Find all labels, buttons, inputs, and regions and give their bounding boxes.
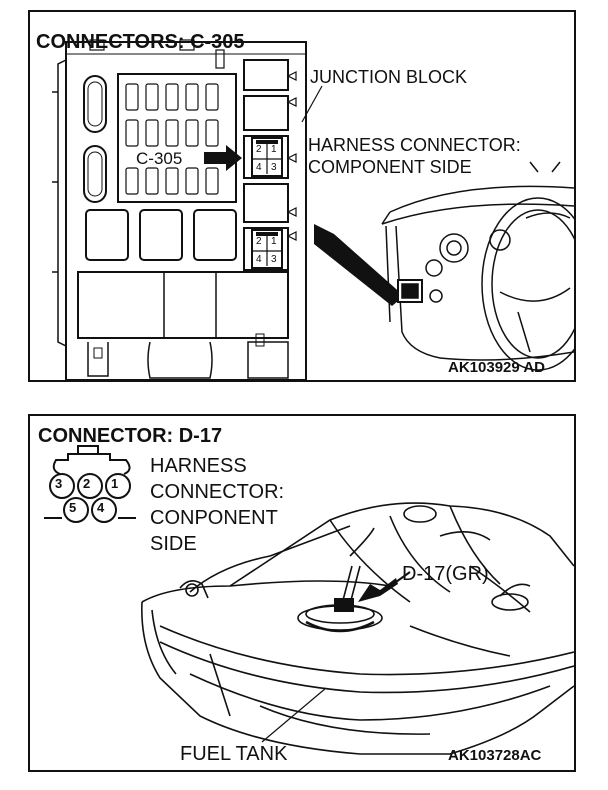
pin-number: 3 <box>271 254 277 265</box>
pin-number: 4 <box>97 500 105 515</box>
panel-title: CONNECTOR: D-17 <box>38 425 223 447</box>
harness-label-line4: SIDE <box>150 533 197 555</box>
pin-number: 5 <box>69 500 77 515</box>
c305-socket <box>243 135 289 179</box>
pin-number: 1 <box>271 236 277 247</box>
pin-number: 1 <box>271 144 277 155</box>
fuel-tank-label: FUEL TANK <box>180 743 288 765</box>
fuse-oval <box>83 75 107 133</box>
panel-connector-c305: CONNECTORS: C-305 JUNCTION BLOCK HARNESS… <box>28 10 576 382</box>
fuse-grid <box>117 73 237 203</box>
c305-callout-label: C-305 <box>134 149 185 168</box>
fuel-tank-illustration <box>44 445 574 755</box>
harness-label-line2: CONNECTOR: <box>150 481 285 503</box>
pin-number: 4 <box>256 254 262 265</box>
panel-title: CONNECTORS: C-305 <box>36 31 245 53</box>
pin-number: 2 <box>256 144 262 155</box>
junction-block-label: JUNCTION BLOCK <box>310 67 468 87</box>
pin-number: 4 <box>256 162 262 173</box>
dashboard-sketch <box>381 161 574 371</box>
d17-callout-arrow <box>358 578 398 602</box>
d17-callout-label: D-17(GR) <box>402 563 489 585</box>
harness-connector-label-line1: HARNESS CONNECTOR: <box>308 135 521 155</box>
harness-connector-label-line2: COMPONENT SIDE <box>308 157 472 177</box>
location-pointer <box>314 224 404 306</box>
image-code: AK103929 AD <box>448 359 545 376</box>
d17-connector-plug <box>334 598 354 612</box>
d17-pinout-connector <box>44 445 136 523</box>
junction-block-body <box>65 41 307 380</box>
junction-block-illustration <box>52 39 574 380</box>
pin-number: 2 <box>83 476 91 491</box>
harness-label-line3: CONPONENT <box>150 507 278 529</box>
panel-connector-d17: CONNECTOR: D-17 3 2 1 5 4 HARNESS CONNEC… <box>28 414 576 772</box>
fuse-oval <box>83 145 107 203</box>
c305-callout-arrow <box>204 145 242 171</box>
pin-number: 2 <box>256 236 262 247</box>
pin-number: 3 <box>55 476 63 491</box>
harness-label-line1: HARNESS <box>150 455 247 477</box>
fuel-tank-body <box>141 502 574 755</box>
pin-number: 1 <box>111 476 119 491</box>
pin-number: 3 <box>271 162 277 173</box>
fuel-tank-leader <box>261 687 327 743</box>
image-code: AK103728AC <box>448 747 542 764</box>
